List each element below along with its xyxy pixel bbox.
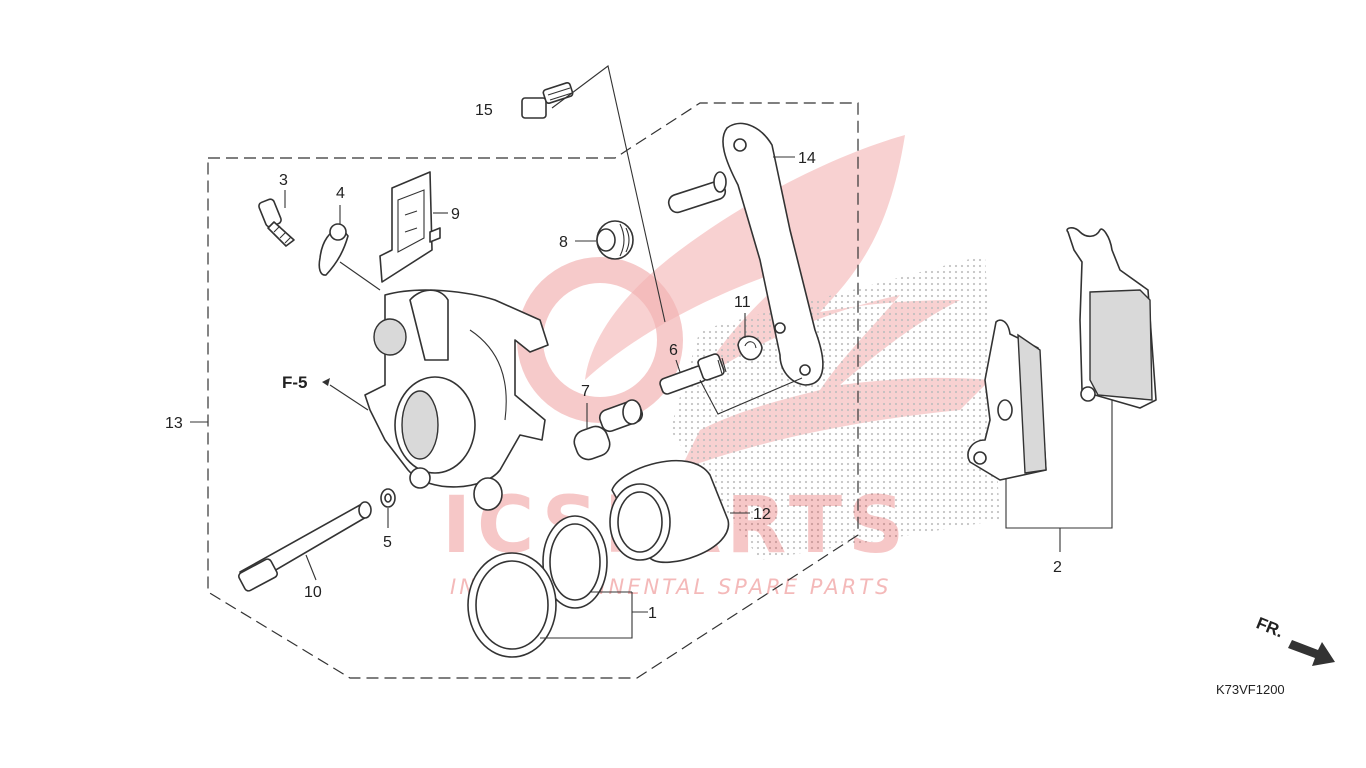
callout-4: 4 (336, 185, 345, 202)
callout-2: 2 (1053, 559, 1062, 576)
callout-14: 14 (798, 150, 816, 167)
callout-labels: 1 2 3 4 5 6 7 8 9 10 11 12 13 14 15 (165, 102, 1062, 622)
front-direction-indicator: FR. (1254, 613, 1335, 666)
part-10-pad-pin (238, 501, 372, 592)
callout-12: 12 (753, 506, 771, 523)
callout-15: 15 (475, 102, 493, 119)
callout-10: 10 (304, 584, 322, 601)
callout-11: 11 (734, 294, 751, 311)
callout-13: 13 (165, 415, 183, 432)
front-label: FR. (1254, 613, 1287, 641)
reference-label: F-5 (282, 373, 308, 392)
front-arrow-icon (1288, 640, 1335, 666)
part-11-clip (737, 335, 763, 361)
part-12-piston (609, 459, 730, 563)
part-2-brake-pads (967, 227, 1157, 481)
part-15-bolt (521, 81, 574, 119)
assembly-outline (207, 102, 859, 679)
part-4-cap (318, 223, 349, 276)
callout-3: 3 (279, 172, 288, 189)
callout-6: 6 (669, 342, 678, 359)
part-7-pin-bolt (573, 399, 644, 461)
leader-lines (190, 65, 1113, 639)
caliper-body (364, 289, 549, 511)
callout-7: 7 (581, 383, 590, 400)
reference-arrow-icon (322, 378, 330, 386)
callout-9: 9 (451, 206, 460, 223)
part-3-bleeder (258, 198, 295, 247)
part-5-washer (380, 488, 396, 508)
part-6-pin (659, 353, 727, 395)
callout-5: 5 (383, 534, 392, 551)
diagram-code: K73VF1200 (1216, 682, 1285, 697)
part-9-pad-spring (379, 171, 441, 283)
part-14-bracket (667, 122, 824, 386)
callout-1: 1 (648, 605, 657, 622)
callout-8: 8 (559, 234, 568, 251)
watermark-halftone (670, 255, 1000, 560)
part-8-boot (596, 220, 634, 260)
part-1-seals (467, 515, 608, 658)
